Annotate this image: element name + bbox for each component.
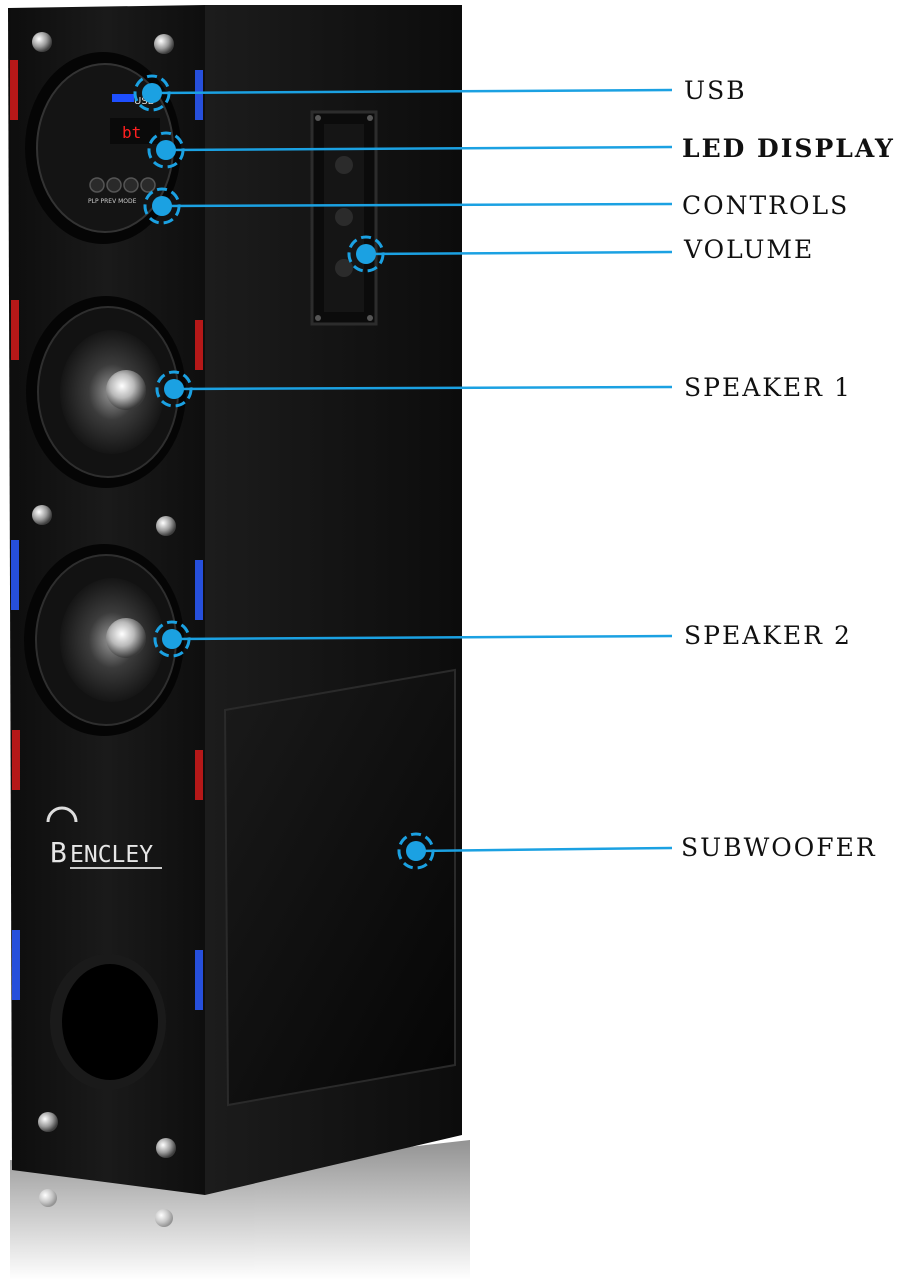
speaker-2-label: SPEAKER 2: [684, 621, 852, 650]
subwoofer-label: SUBWOOFER: [681, 833, 877, 862]
led-display-readout: bt: [122, 123, 141, 142]
callout-markers: [133, 74, 435, 870]
usb-label: USB: [684, 76, 747, 105]
buttons-caption: PLP PREV MODE: [88, 198, 137, 205]
brand-logo-text: ENCLEY: [70, 842, 153, 868]
usb-marker: [133, 74, 171, 112]
subwoofer-panel: [223, 668, 456, 1107]
speaker-1-label: SPEAKER 1: [684, 373, 852, 402]
panel-bolts: [32, 32, 176, 1158]
subwoofer-marker: [397, 832, 435, 870]
speaker-1-driver: [26, 296, 186, 488]
led-strip-lights: [10, 60, 203, 1010]
speaker-2-marker: [153, 620, 191, 658]
usb-tag: USB: [134, 96, 155, 107]
usb-port: [112, 94, 134, 102]
volume-label: VOLUME: [684, 235, 815, 264]
volume-marker: [347, 235, 385, 273]
brand-logo: B ENCLEY: [46, 806, 162, 869]
controls-label: CONTROLS: [682, 191, 850, 220]
speaker-1-marker: [155, 370, 193, 408]
led-display-marker: [147, 131, 185, 169]
bass-port: [50, 954, 166, 1090]
speaker-2-driver: [24, 544, 184, 736]
callout-lines: [151, 88, 673, 853]
brand-logo-letter: B: [50, 836, 67, 869]
controls-marker: [143, 187, 181, 225]
volume-slot: [310, 110, 378, 326]
led-display-label: LED DISPLAY: [682, 134, 895, 163]
